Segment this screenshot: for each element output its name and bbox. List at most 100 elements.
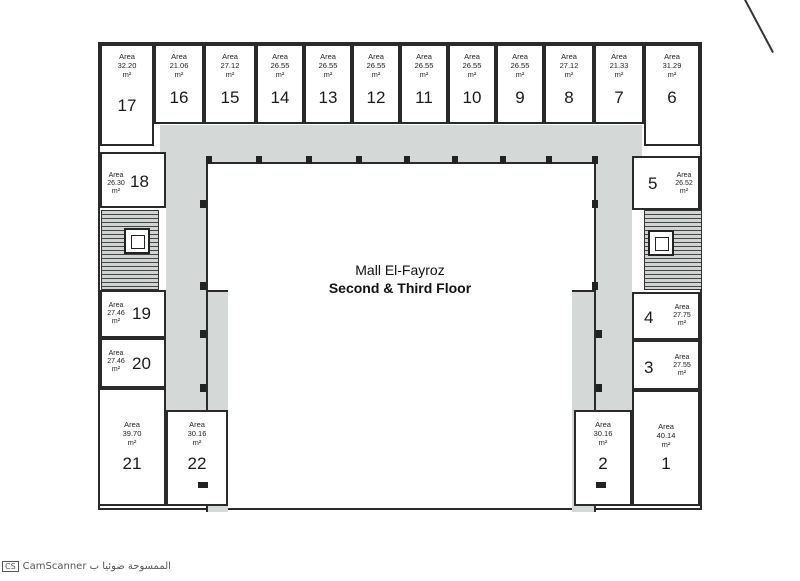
unit-area-label: Area [222,52,238,61]
unit-area-unit: m² [419,70,429,79]
unit-area-value: 27.12 [220,61,240,70]
unit-area-label: Area [658,422,674,431]
unit-area-label: Area [124,420,140,429]
unit-number: 21 [122,454,142,473]
unit-number: 10 [462,88,482,107]
unit-area-unit: m² [661,440,671,449]
unit-area-value: 27.46 [107,310,125,317]
column [546,156,552,164]
unit-area-label: Area [368,52,384,61]
unit-number: 8 [564,88,574,107]
column [306,156,312,164]
unit-area-unit: m² [564,70,574,79]
unit-area-value: 31.29 [662,61,682,70]
unit-area-unit: m² [598,438,608,447]
atrium-outline [206,162,596,512]
unit-area-value: 21.33 [609,61,629,70]
unit-area-value: 30.16 [187,429,207,438]
column [356,156,362,164]
column [596,384,602,392]
column [256,156,262,164]
unit-number: 12 [366,88,386,107]
unit-number: 2 [598,454,608,473]
column [200,384,206,392]
unit-area-unit: m² [174,70,184,79]
unit-area-value: 26.55 [318,61,338,70]
unit-area-unit: m² [515,70,525,79]
unit-area-label: Area [108,350,124,357]
unit-area-label: Area [595,420,611,429]
column [452,156,458,164]
unit-number: 14 [270,88,290,107]
column [596,330,602,338]
unit-number: 11 [415,88,433,107]
unit-number: 19 [132,304,151,323]
elevator-left [124,228,150,254]
unit-area-label: Area [674,354,690,361]
unit-area-label: Area [664,52,680,61]
unit-area-label: Area [108,172,124,179]
scanner-text: CamScanner الممسوحة ضوئيا ب [22,561,171,572]
unit-area-value: 32.20 [117,61,137,70]
plan-title: Mall El-Fayroz Second & Third Floor [290,262,510,296]
unit-area-value: 39.70 [122,429,142,438]
unit-area-unit: m² [614,70,624,79]
unit-area-value: 27.75 [673,312,691,319]
unit-area-unit: m² [127,438,137,447]
plan-title-line2: Second & Third Floor [328,280,472,296]
unit-area-label: Area [611,52,627,61]
unit-number: 13 [318,88,338,107]
unit-area-label: Area [561,52,577,61]
unit-area-value: 26.52 [675,180,693,187]
unit-area-label: Area [674,304,690,311]
column [596,482,606,488]
unit-area-unit: m² [371,70,381,79]
column [500,156,506,164]
corridor-top [160,125,642,163]
unit-number: 22 [187,454,207,473]
column [206,156,212,164]
unit-number: 15 [220,88,240,107]
column [592,282,598,290]
unit-area-unit: m² [275,70,285,79]
unit-area-label: Area [512,52,528,61]
unit-area-label: Area [464,52,480,61]
unit-number: 4 [644,308,654,327]
unit-area-value: 26.55 [510,61,530,70]
unit-area-label: Area [171,52,187,61]
unit-area-unit: m² [677,370,687,377]
unit-area-label: Area [189,420,205,429]
unit-number: 5 [648,174,658,193]
unit-area-value: 27.12 [559,61,579,70]
unit-area-unit: m² [677,320,687,327]
unit-area-label: Area [108,302,124,309]
scan-edge-line [744,0,774,53]
camscanner-icon: CS [2,561,19,572]
unit-area-value: 27.46 [107,358,125,365]
unit-area-unit: m² [323,70,333,79]
unit-area-value: 26.55 [366,61,386,70]
unit-area-value: 26.30 [107,180,125,187]
unit-number: 9 [515,88,525,107]
unit-number: 1 [661,454,671,473]
column [200,282,206,290]
column [200,200,206,208]
unit-area-unit: m² [667,70,677,79]
